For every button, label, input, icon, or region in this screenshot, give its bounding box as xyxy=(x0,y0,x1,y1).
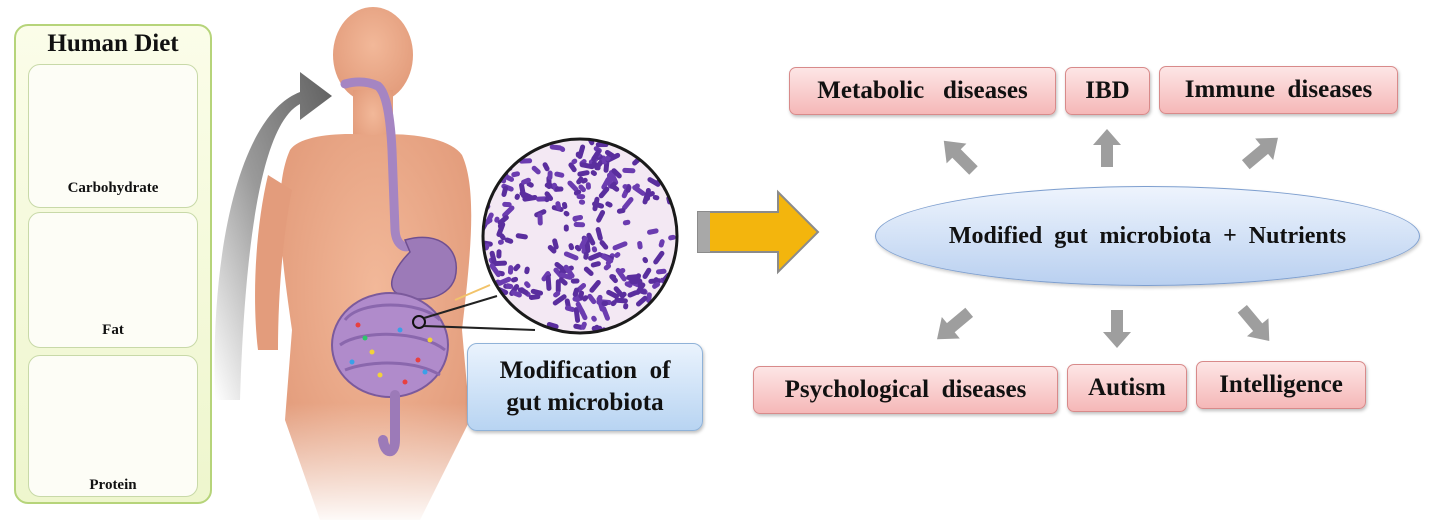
modification-line-2: gut microbiota xyxy=(506,389,664,416)
modification-of-gut-microbiota-box: Modification of gut microbiota xyxy=(467,343,703,431)
human-diet-title: Human Diet xyxy=(47,30,179,57)
modification-line-1: Modification of xyxy=(499,357,671,384)
diet-card-fat xyxy=(28,212,198,348)
immune-diseases-label: Immune diseases xyxy=(1184,76,1373,103)
diet-to-mouth-arrow xyxy=(214,72,332,400)
digestive-tract xyxy=(331,77,457,457)
intelligence-label: Intelligence xyxy=(1219,371,1343,398)
arrow-to-psychological xyxy=(937,307,974,340)
metabolic-diseases-label: Metabolic diseases xyxy=(817,77,1028,104)
autism-box: Autism xyxy=(1067,364,1187,412)
arrow-to-autism xyxy=(1103,310,1131,348)
psychological-diseases-box: Psychological diseases xyxy=(753,366,1058,414)
arrow-to-immune xyxy=(1241,137,1278,170)
yellow-arrow xyxy=(697,189,820,275)
arrow-to-ibd xyxy=(1093,129,1121,167)
psychological-diseases-label: Psychological diseases xyxy=(784,376,1027,403)
metabolic-diseases-box: Metabolic diseases xyxy=(789,67,1056,115)
outcome-arrows xyxy=(937,129,1278,348)
arrow-to-metabolic xyxy=(943,140,978,175)
intelligence-box: Intelligence xyxy=(1196,361,1366,409)
carbohydrate-label: Carbohydrate xyxy=(67,180,159,196)
fat-label: Fat xyxy=(102,322,124,338)
autism-label: Autism xyxy=(1088,374,1166,401)
immune-diseases-box: Immune diseases xyxy=(1159,66,1398,114)
arrow-to-intelligence xyxy=(1237,304,1270,341)
ibd-box: IBD xyxy=(1065,67,1150,115)
center-node-label: Modified gut microbiota + Nutrients xyxy=(948,222,1347,249)
diet-card-carbohydrate xyxy=(28,64,198,208)
protein-label: Protein xyxy=(89,477,137,493)
ibd-label: IBD xyxy=(1085,77,1130,104)
diet-card-protein xyxy=(28,355,198,497)
modified-gut-microbiota-nutrients-node: Modified gut microbiota + Nutrients xyxy=(875,186,1420,286)
microbiota-micrograph xyxy=(481,137,679,335)
